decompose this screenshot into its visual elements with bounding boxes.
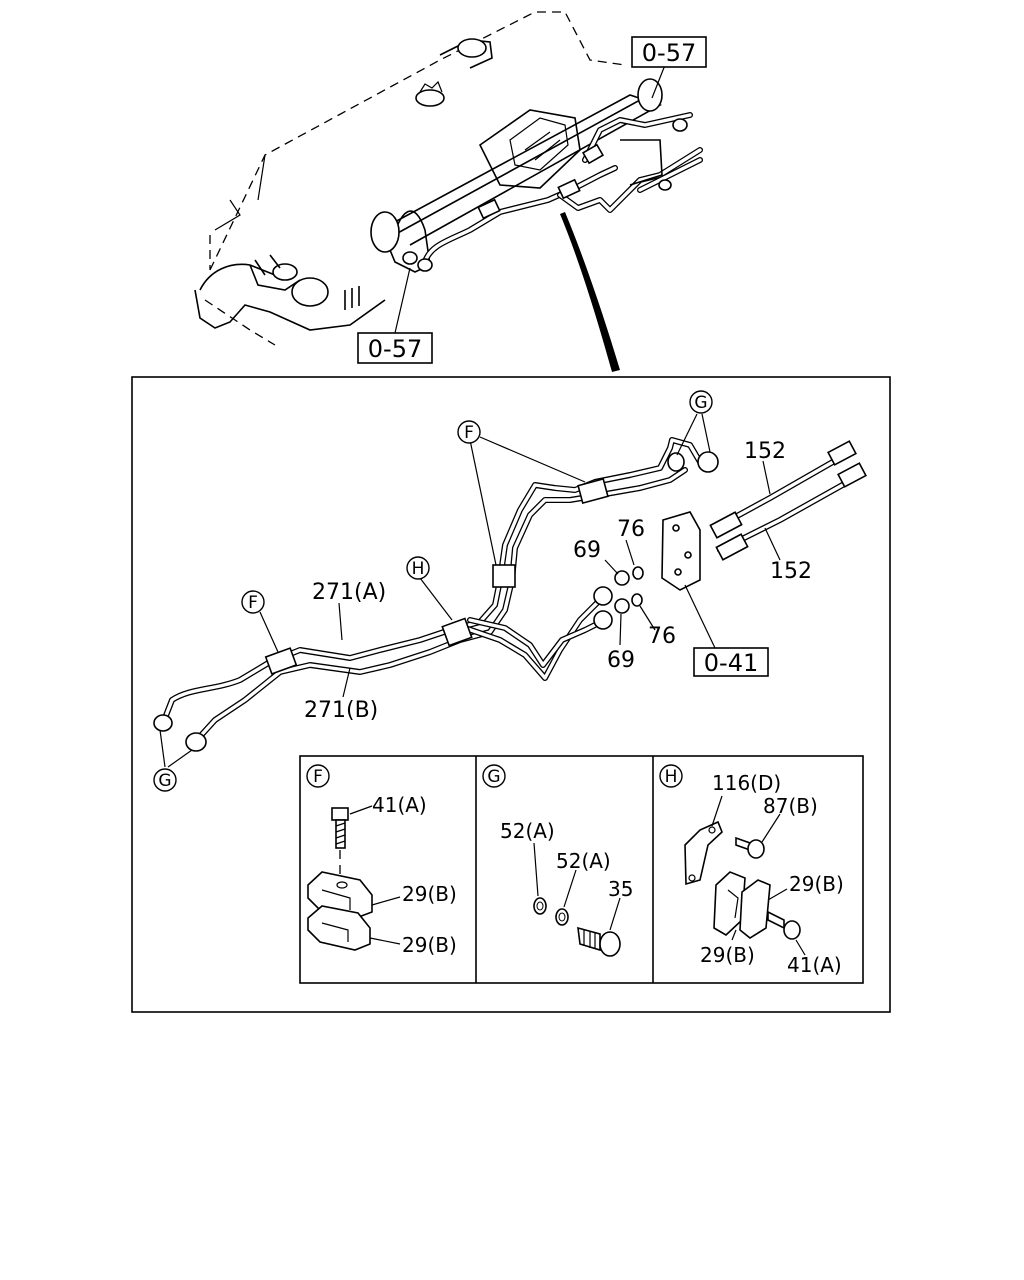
label-g-52a-1: 52(A) xyxy=(500,819,555,843)
pump-bracket xyxy=(620,139,663,186)
callout-g-bottom: G xyxy=(153,768,177,792)
fitting-engine-2 xyxy=(417,258,433,272)
label-h-29b-right: 29(B) xyxy=(789,872,844,896)
fitting-engine-4 xyxy=(658,179,672,191)
label-f-41a: 41(A) xyxy=(372,793,427,817)
pipe-clip-engine-3 xyxy=(581,143,605,165)
pipe-assembly xyxy=(153,413,867,768)
callout-h-mid: H xyxy=(406,556,430,580)
label-271b: 271(B) xyxy=(304,698,378,723)
end-fitting-right-2 xyxy=(697,451,719,473)
label-69-upper: 69 xyxy=(573,538,601,563)
detail-panel-h: H 116(D) 87(B) 29(B) 29(B) 41(A) xyxy=(659,764,844,977)
svg-text:F: F xyxy=(248,593,258,613)
bolt-87b-head xyxy=(747,839,765,859)
callout-g-top: G xyxy=(689,390,713,414)
bolt-41a-h-head xyxy=(783,920,801,940)
svg-text:G: G xyxy=(158,771,171,791)
ref-text-top: 0-57 xyxy=(642,39,696,67)
callout-f-left: F xyxy=(241,590,265,614)
label-152-upper: 152 xyxy=(744,439,786,464)
bolt-35-head xyxy=(599,931,621,957)
bolt-41a-head xyxy=(331,807,349,821)
hose-end-lower xyxy=(837,462,867,488)
label-69-lower: 69 xyxy=(607,648,635,673)
ref-text-bracket: 0-41 xyxy=(704,649,758,677)
pipe-nut-lower xyxy=(593,610,613,630)
nut-69-lower xyxy=(614,598,630,614)
engine-port-1 xyxy=(272,263,298,281)
label-g-52a-2: 52(A) xyxy=(556,849,611,873)
svg-text:H: H xyxy=(665,767,678,787)
fitting-engine-1 xyxy=(402,251,418,265)
engine-overview xyxy=(194,11,703,372)
label-152-lower: 152 xyxy=(770,559,812,584)
hose-fitting-upper xyxy=(709,511,743,539)
bracket-116d xyxy=(684,820,723,886)
label-271a: 271(A) xyxy=(312,580,386,605)
detail-panel-f: F 41(A) 29(B) 29(B) xyxy=(306,764,457,957)
svg-text:G: G xyxy=(694,393,707,413)
hose-fitting-lower xyxy=(715,533,749,561)
clip-29b-h-right xyxy=(739,879,771,939)
label-h-87b: 87(B) xyxy=(763,794,818,818)
end-fitting-left-1 xyxy=(153,714,173,732)
bolt-35-shank xyxy=(577,926,601,952)
detail-frame xyxy=(131,376,891,1013)
svg-text:F: F xyxy=(313,767,323,787)
oil-cap xyxy=(457,38,487,58)
label-h-29b-lower: 29(B) xyxy=(700,943,755,967)
washer-76-upper xyxy=(632,566,644,580)
engine-port-2 xyxy=(291,277,329,307)
detail-arrow xyxy=(560,212,620,372)
detail-panels-frame xyxy=(299,755,864,984)
pipe-clip-f-top xyxy=(577,477,609,505)
pump-bracket-plate xyxy=(661,511,701,591)
callout-f-top: F xyxy=(457,420,481,444)
end-fitting-right-1 xyxy=(667,452,685,472)
hose-end-upper xyxy=(827,440,857,466)
nut-69-upper xyxy=(614,570,630,586)
pipe-clip-h xyxy=(441,617,473,647)
fitting-engine-3 xyxy=(672,118,688,132)
ref-box-bracket: 0-41 xyxy=(693,647,769,677)
label-g-35: 35 xyxy=(608,877,633,901)
rail-end-right xyxy=(637,78,663,112)
ref-box-top: 0-57 xyxy=(631,36,707,68)
rail-end-left xyxy=(370,211,400,253)
bolt-41a-h-shank xyxy=(767,910,785,930)
end-fitting-left-2 xyxy=(185,732,207,752)
ref-text-bottom: 0-57 xyxy=(368,335,422,363)
washer-76-lower xyxy=(631,593,643,607)
svg-text:H: H xyxy=(412,559,425,579)
label-h-116d: 116(D) xyxy=(712,771,781,795)
detail-panel-g: G 52(A) 52(A) 35 xyxy=(482,764,633,957)
pipe-clip-engine-1 xyxy=(477,198,501,220)
pipe-clip-f-left xyxy=(264,647,298,675)
pipe-clip-engine-2 xyxy=(557,178,581,200)
bolt-41a-shank xyxy=(335,819,346,849)
svg-text:F: F xyxy=(464,423,474,443)
filler-cap xyxy=(415,89,445,107)
label-f-29b-lower: 29(B) xyxy=(402,933,457,957)
label-76-upper: 76 xyxy=(617,517,645,542)
label-f-29b-upper: 29(B) xyxy=(402,882,457,906)
pipe-nut-upper xyxy=(593,586,613,606)
label-76-lower: 76 xyxy=(648,624,676,649)
pipe-clip-f-vertical xyxy=(492,564,516,588)
ref-box-bottom: 0-57 xyxy=(357,332,433,364)
label-h-41a: 41(A) xyxy=(787,953,842,977)
svg-text:G: G xyxy=(487,767,500,787)
